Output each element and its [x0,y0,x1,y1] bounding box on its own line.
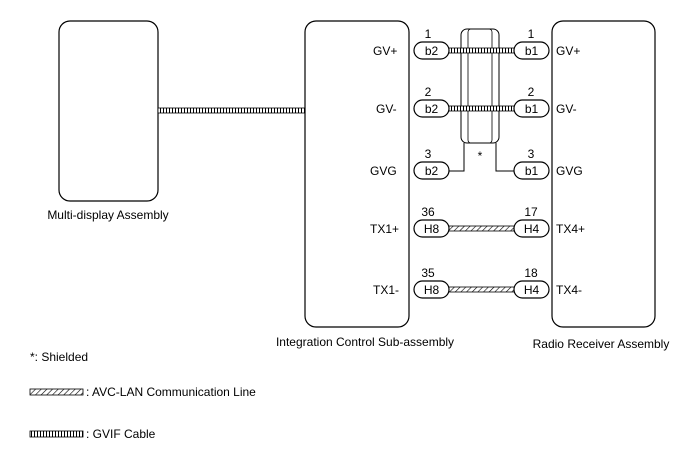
shield-mark: * [478,149,483,163]
right-signal-label: GV+ [556,44,580,58]
left-connector-label: H8 [424,283,440,297]
radio-receiver-box [551,20,656,328]
legend-shielded: *: Shielded [30,350,88,364]
shield-drain-left [449,143,465,172]
right-connector-label: b1 [525,164,539,178]
left-connector-label: b2 [425,44,439,58]
legend-gvif: : GVIF Cable [86,427,156,441]
legend-avc-lan: : AVC-LAN Communication Line [86,385,256,399]
left-pin-number: 36 [421,205,435,219]
shield-tube [460,28,500,144]
right-pin-number: 18 [524,266,538,280]
left-signal-label: GVG [370,164,397,178]
right-pin-number: 17 [524,205,538,219]
left-connector-label: b2 [425,102,439,116]
multi-display-box [58,20,159,202]
right-signal-label: GV- [556,102,577,116]
left-connector [413,161,450,180]
left-pin-number: 35 [421,266,435,280]
integration-control-box [304,20,410,328]
left-connector [413,219,450,238]
right-pin-number: 2 [528,85,535,99]
left-signal-label: TX1- [373,283,399,297]
gvif-wire-gv-plus [448,47,515,54]
right-connector-label: b1 [525,44,539,58]
right-pin-number: 3 [528,147,535,161]
shield-drain-right [495,143,514,172]
left-connector-label: b2 [425,164,439,178]
right-connector-label: b1 [525,102,539,116]
right-connector-label: H4 [524,283,540,297]
radio-receiver-label: Radio Receiver Assembly [533,337,670,351]
legend-avc-swatch [29,388,84,396]
left-signal-label: TX1+ [370,222,399,236]
right-signal-label: GVG [556,164,583,178]
right-connector [513,41,550,60]
left-pin-number: 3 [425,147,432,161]
right-connector [513,99,550,118]
left-signal-label: GV- [376,102,397,116]
avc-wire-tx-minus [448,286,515,293]
right-pin-number: 1 [528,27,535,41]
left-connector-label: H8 [424,222,440,236]
right-signal-label: TX4- [556,283,582,297]
multi-display-label: Multi-display Assembly [47,208,168,222]
left-pin-number: 2 [425,85,432,99]
integration-control-label: Integration Control Sub-assembly [276,335,454,349]
right-connector-label: H4 [524,222,540,236]
right-connector [513,161,550,180]
right-signal-label: TX4+ [556,222,585,236]
right-connector [513,219,550,238]
left-signal-label: GV+ [373,44,397,58]
right-connector [513,280,550,299]
left-connector [413,99,450,118]
legend-gvif-swatch [29,430,84,438]
gvif-cable-main [157,107,306,114]
shield-tube-inner [467,28,493,144]
left-connector [413,41,450,60]
left-connector [413,280,450,299]
left-pin-number: 1 [425,27,432,41]
gvif-wire-gv-minus [448,105,515,112]
avc-wire-tx-plus [448,225,515,232]
